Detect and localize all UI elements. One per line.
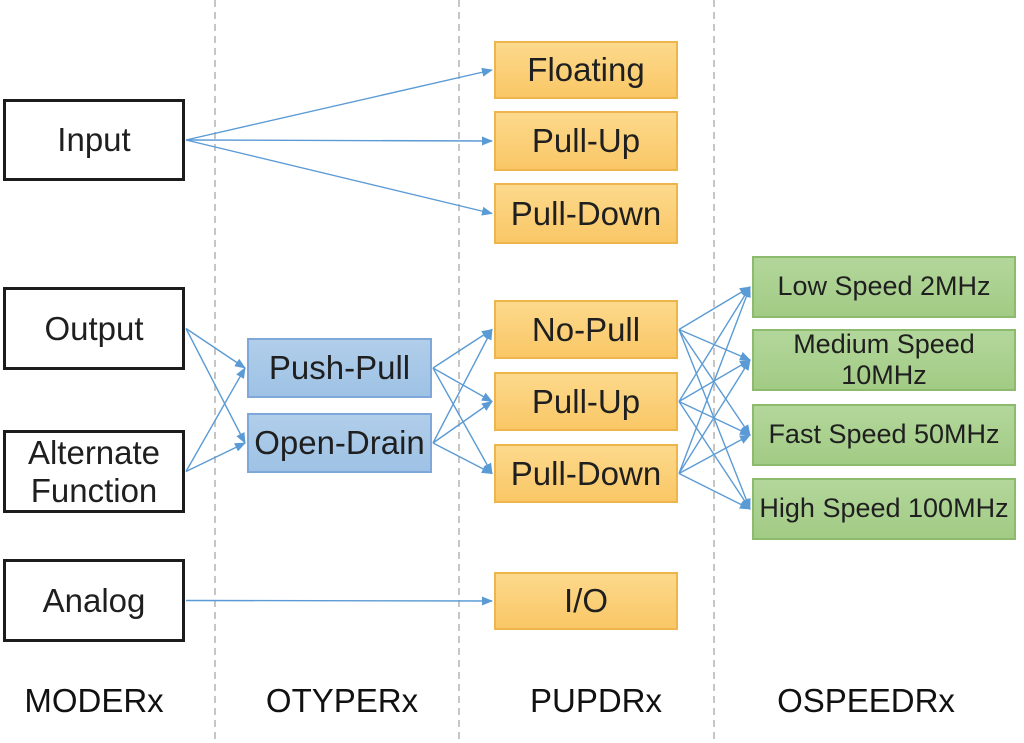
node-pull-down: Pull-Down — [494, 444, 678, 503]
node-pull-down-input: Pull-Down — [494, 183, 678, 244]
column-separator-1 — [214, 0, 216, 743]
node-no-pull: No-Pull — [494, 300, 678, 359]
edge-push_pull-to-pull_up — [432, 367, 493, 403]
edge-input-to-pull_up_in — [185, 136, 493, 146]
edge-input-to-pull_down_in — [185, 139, 493, 216]
node-alternate-function: Alternate Function — [3, 430, 185, 513]
edge-open_drain-to-no_pull — [432, 328, 493, 444]
column-label-otyperx: OTYPERx — [265, 682, 419, 719]
node-io: I/O — [494, 572, 678, 630]
node-pull-up-input: Pull-Up — [494, 111, 678, 171]
node-analog: Analog — [3, 559, 185, 642]
column-separator-2 — [458, 0, 460, 743]
column-label-pupdrx: PUPDRx — [529, 682, 663, 719]
node-high-speed: High Speed 100MHz — [752, 478, 1016, 540]
edge-open_drain-to-pull_down — [432, 442, 493, 475]
node-output: Output — [3, 287, 185, 370]
node-open-drain: Open-Drain — [247, 413, 432, 473]
edge-push_pull-to-pull_down — [432, 367, 493, 475]
edge-push_pull-to-no_pull — [432, 328, 493, 369]
node-fast-speed: Fast Speed 50MHz — [752, 404, 1016, 466]
column-separator-3 — [713, 0, 715, 743]
node-input: Input — [3, 99, 185, 181]
edge-open_drain-to-pull_up — [432, 400, 493, 444]
node-pull-up: Pull-Up — [494, 372, 678, 431]
node-low-speed: Low Speed 2MHz — [752, 256, 1016, 318]
edge-input-to-floating — [185, 67, 493, 141]
column-label-ospeedrx: OSPEEDRx — [777, 682, 955, 719]
edge-analog-to-io — [185, 596, 493, 606]
node-medium-speed: Medium Speed 10MHz — [752, 329, 1016, 391]
node-push-pull: Push-Pull — [247, 338, 432, 398]
node-floating: Floating — [494, 41, 678, 99]
column-label-moderx: MODERx — [24, 682, 164, 719]
